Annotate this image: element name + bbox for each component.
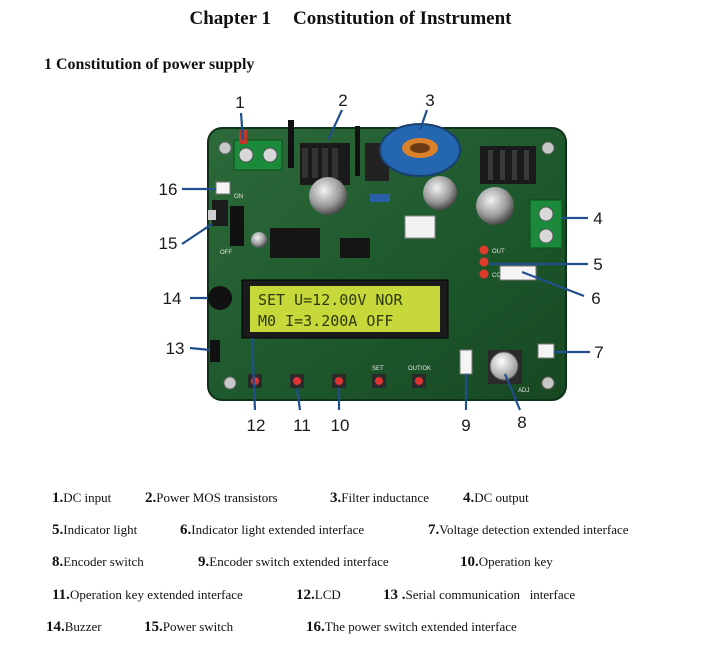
voltage-detection-connector	[537, 343, 555, 359]
callout-15: 15	[159, 234, 178, 253]
callout-1: 1	[235, 93, 244, 112]
lcd: SET U=12.00V NOR M0 I=3.200A OFF	[241, 279, 449, 339]
legend-item-13: 13 .Serial communication interface	[383, 587, 576, 603]
legend-item-4: 4.DC output	[463, 490, 529, 506]
label-out: OUT	[492, 249, 505, 255]
callout-9: 9	[461, 416, 470, 435]
power-supply-board-photo: OUT CC ON OFF SET U=12.00V NOR M0 I=3.20…	[159, 91, 604, 435]
legend-item-3: 3.Filter inductance	[330, 490, 429, 506]
callout-4: 4	[593, 209, 602, 228]
chapter-title: Chapter 1 Constitution of Instrument	[0, 8, 701, 30]
chapter-number: Chapter 1	[189, 8, 271, 29]
serial-header	[210, 340, 220, 362]
lcd-line-1: SET U=12.00V NOR	[258, 291, 403, 309]
legend-item-1: 1.DC input	[52, 490, 112, 506]
legend-item-15: 15.Power switch	[144, 619, 234, 635]
label-out-ok: OUT/OK	[408, 366, 431, 372]
buzzer	[208, 286, 232, 310]
legend-row-4: 11.Operation key extended interface 12.L…	[0, 587, 701, 609]
callout-3: 3	[425, 91, 434, 110]
legend-row-5: 14.Buzzer 15.Power switch 16.The power s…	[0, 619, 701, 641]
legend-item-7: 7.Voltage detection extended interface	[428, 522, 629, 538]
misc-components	[270, 194, 436, 258]
filter-inductor	[379, 123, 461, 177]
legend-item-12: 12.LCD	[296, 587, 341, 603]
callout-2: 2	[338, 91, 347, 110]
indicator-leds: OUT CC	[479, 245, 505, 279]
callout-16: 16	[159, 180, 178, 199]
label-set: SET	[372, 366, 384, 372]
callout-7: 7	[594, 343, 603, 362]
callout-10: 10	[331, 416, 350, 435]
callout-lines	[181, 109, 590, 411]
legend-row-3: 8.Encoder switch 9.Encoder switch extend…	[0, 554, 701, 576]
indicator-interface-connector	[499, 265, 537, 281]
legend-item-2: 2.Power MOS transistors	[145, 490, 278, 506]
encoder: ADJ	[459, 349, 529, 394]
label-on: ON	[234, 194, 243, 200]
label-cc: CC	[492, 273, 501, 279]
callout-12: 12	[247, 416, 266, 435]
callout-numbers: 1 2 3 4 5 6 7 8 9 10 11 12 13 14 15 16	[159, 91, 604, 435]
dc-output-terminal	[529, 199, 563, 249]
label-adj: ADJ	[518, 388, 529, 394]
dc-input-terminal	[233, 130, 283, 171]
legend-item-8: 8.Encoder switch	[52, 554, 144, 570]
output-heatsink	[480, 146, 536, 184]
capacitors	[251, 176, 514, 248]
power-switch: ON OFF	[208, 181, 244, 256]
section-title: 1 Constitution of power supply	[44, 56, 255, 73]
callout-14: 14	[163, 289, 182, 308]
legend-item-11: 11.Operation key extended interface	[52, 587, 243, 603]
callout-5: 5	[593, 255, 602, 274]
legend-item-16: 16.The power switch extended interface	[306, 619, 517, 635]
chapter-heading: Constitution of Instrument	[292, 8, 512, 29]
callout-8: 8	[517, 413, 526, 432]
legend-item-5: 5.Indicator light	[52, 522, 138, 538]
label-off: OFF	[220, 250, 232, 256]
callout-6: 6	[591, 289, 600, 308]
legend-item-9: 9.Encoder switch extended interface	[198, 554, 389, 570]
callout-11: 11	[293, 416, 311, 435]
lcd-line-2: M0 I=3.200A OFF	[258, 312, 393, 330]
mos-transistors	[288, 120, 389, 185]
legend-item-10: 10.Operation key	[460, 554, 553, 570]
legend-item-14: 14.Buzzer	[46, 619, 102, 635]
legend-row-2: 5.Indicator light 6.Indicator light exte…	[0, 522, 701, 544]
legend-row-1: 1.DC input 2.Power MOS transistors 3.Fil…	[0, 490, 701, 512]
legend-item-6: 6.Indicator light extended interface	[180, 522, 365, 538]
callout-13: 13	[166, 339, 185, 358]
